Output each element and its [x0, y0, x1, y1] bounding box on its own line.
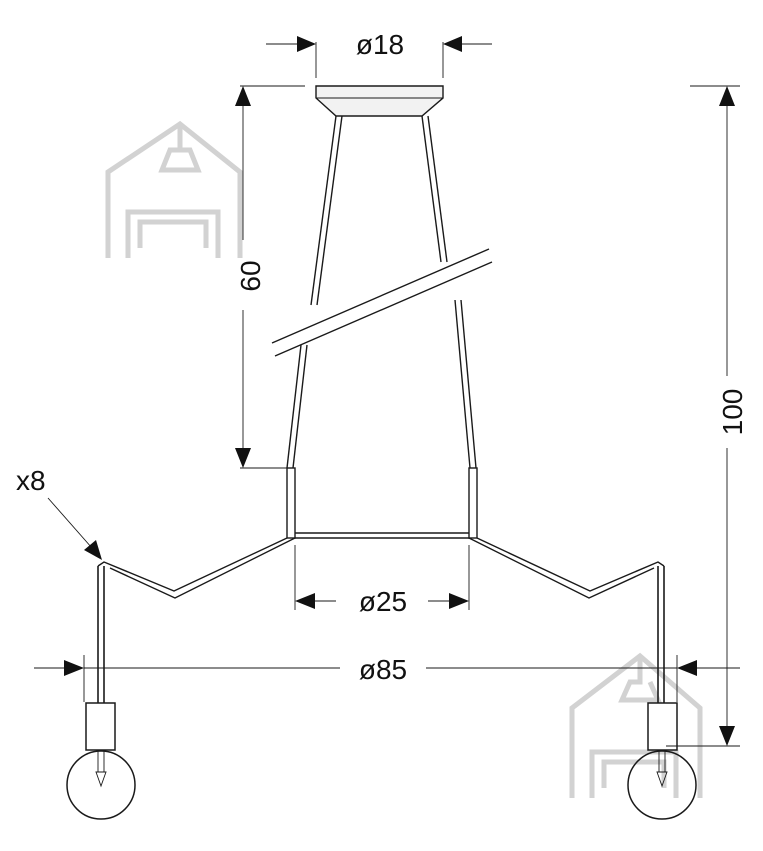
socket-left	[85, 702, 116, 751]
frame-height-label: 60	[235, 260, 266, 291]
canopy-diameter-label: ø18	[356, 29, 404, 60]
bulb-globe-left	[66, 750, 136, 820]
arms	[97, 537, 665, 599]
arrow-left-icon	[295, 593, 315, 609]
watermark-logo-top	[105, 120, 243, 258]
arrow-down-icon	[719, 726, 735, 746]
arrow-up-icon	[235, 86, 251, 106]
arrow-pointer-icon	[84, 540, 102, 560]
suspension-rods	[271, 115, 493, 469]
arrow-down-icon	[235, 448, 251, 468]
bulb-left	[66, 702, 136, 820]
center-frame	[286, 467, 478, 539]
bulb-globe-right	[627, 750, 697, 820]
frame-height-dimension: 60	[235, 85, 305, 469]
ring-diameter-label: ø25	[359, 586, 407, 617]
arrow-left-icon	[677, 660, 697, 676]
total-height-dimension: 100	[666, 85, 748, 747]
canopy	[315, 85, 444, 117]
bulb-count-callout: x8	[16, 465, 102, 560]
socket-right	[647, 702, 678, 751]
break-line	[274, 261, 493, 357]
canopy-diameter-dimension: ø18	[266, 29, 492, 78]
ring-diameter-dimension: ø25	[294, 545, 470, 617]
overall-diameter-dimension: ø85	[34, 654, 740, 702]
bulb-right	[627, 702, 697, 820]
arrow-left-icon	[443, 36, 462, 52]
arrow-right-icon	[449, 593, 469, 609]
drop-wires	[97, 566, 665, 705]
overall-diameter-label: ø85	[359, 654, 407, 685]
watermark-logo-bottom	[569, 652, 703, 798]
arrow-up-icon	[719, 86, 735, 106]
arrow-right-icon	[297, 36, 316, 52]
break-line	[271, 248, 490, 344]
total-height-label: 100	[717, 389, 748, 436]
arrow-right-icon	[64, 660, 84, 676]
bulb-count-label: x8	[16, 465, 46, 496]
